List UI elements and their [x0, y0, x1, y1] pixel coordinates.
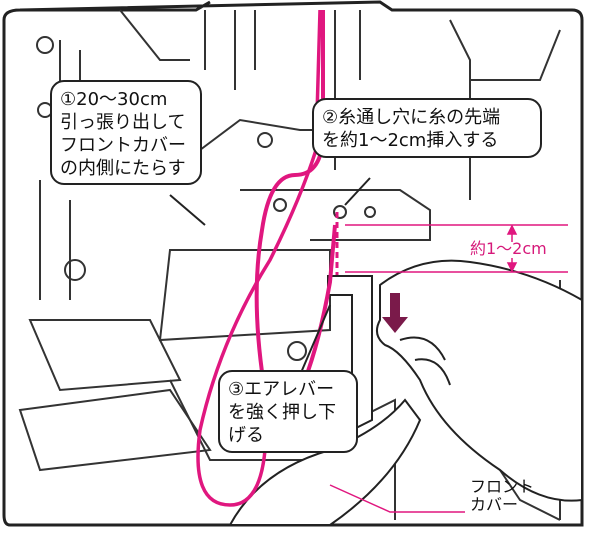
screw-details [36, 36, 376, 361]
callout-step1-line1: ①20～30cm [60, 89, 168, 110]
front-cover-label-line2: カバー [470, 495, 519, 514]
callout2-tail [344, 177, 371, 206]
hand-outline [375, 259, 583, 502]
front-cover-label: フロント カバー [470, 478, 534, 514]
callout-step1-line2: 引っ張り出して [60, 112, 186, 133]
callout1-tail [169, 194, 206, 226]
callout-step2: ②糸通し穴に糸の先端 を約1～2cm挿入する [312, 98, 542, 158]
frame-border [2, 0, 584, 527]
callout-step3-line3: げる [228, 425, 264, 446]
front-cover [228, 398, 422, 526]
callout-step3: ③エアレバー を強く押し下 げる [218, 370, 358, 453]
front-cover-leader [329, 484, 465, 513]
front-cover-label-line1: フロント [470, 477, 535, 496]
callout-step2-line1: ②糸通し穴に糸の先端 [322, 107, 501, 128]
callout-step3-line2: を強く押し下 [228, 402, 336, 423]
callout-step1-line3: フロントカバー [60, 135, 186, 156]
callout-step1: ①20～30cm 引っ張り出して フロントカバー の内側にたらす [50, 80, 202, 185]
measurement-lines [345, 224, 568, 273]
measure-label: 約1～2cm [470, 239, 547, 258]
callout-step1-line4: の内側にたらす [60, 158, 186, 179]
callout-step3-line1: ③エアレバー [228, 379, 335, 400]
push-down-arrow [382, 293, 408, 333]
callout-step2-line2: を約1～2cm挿入する [322, 130, 499, 151]
thread-line [254, 10, 337, 403]
callout3-tail [299, 304, 331, 376]
